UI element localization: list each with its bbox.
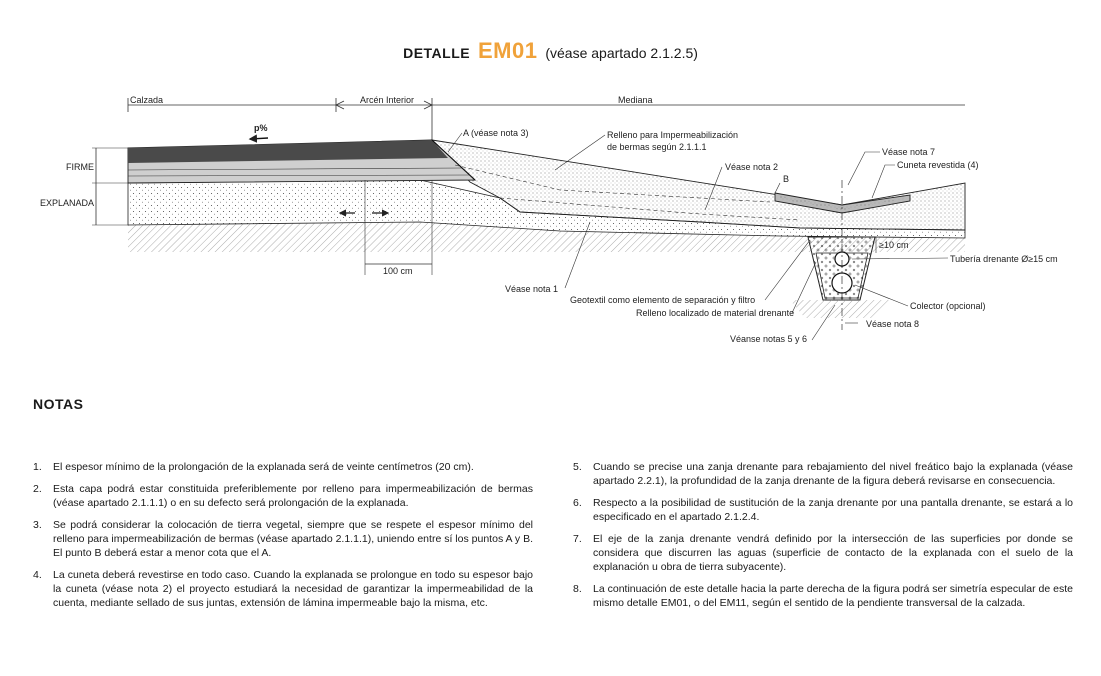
callout-nota-a: A (véase nota 3) <box>463 128 529 138</box>
note-number: 5. <box>573 461 582 473</box>
zone-mediana: Mediana <box>618 95 653 105</box>
callout-nota2: Véase nota 2 <box>725 162 778 172</box>
title-reference: (véase apartado 2.1.2.5) <box>545 45 698 61</box>
zone-dimension-line <box>127 98 965 140</box>
ground-hatch <box>128 222 965 252</box>
callout-colector: Colector (opcional) <box>910 301 986 311</box>
dim-100cm-label: 100 cm <box>383 266 413 276</box>
note-text: La cuneta deberá revestirse en todo caso… <box>53 569 533 609</box>
notes-column-left: 1. El espesor mínimo de la prolongación … <box>33 460 533 618</box>
callout-relleno-local: Relleno localizado de material drenante <box>636 308 794 318</box>
note-number: 4. <box>33 569 42 581</box>
callout-nota1: Véase nota 1 <box>505 284 558 294</box>
dimension-100cm <box>364 180 433 275</box>
zone-arcen-interior: Arcén Interior <box>360 95 414 105</box>
callout-nota8: Véase nota 8 <box>866 319 919 329</box>
callout-geotextil: Geotextil como elemento de separación y … <box>570 295 755 305</box>
callout-relleno-line2: de bermas según 2.1.1.1 <box>607 142 707 152</box>
note-item: 6. Respecto a la posibilidad de sustituc… <box>573 496 1073 524</box>
callout-notas56: Véanse notas 5 y 6 <box>730 334 807 344</box>
note-item: 8. La continuación de este detalle hacia… <box>573 582 1073 610</box>
notes-heading: NOTAS <box>33 396 84 412</box>
notes-column-right: 5. Cuando se precise una zanja drenante … <box>573 460 1073 618</box>
slope-label: p% <box>254 123 268 133</box>
note-text: El eje de la zanja drenante vendrá defin… <box>593 533 1073 573</box>
cross-section-drawing: Calzada Arcén Interior Mediana FIRME EXP… <box>40 95 1058 344</box>
note-text: Cuando se precise una zanja drenante par… <box>593 461 1073 487</box>
note-item: 1. El espesor mínimo de la prolongación … <box>33 460 533 474</box>
callout-tuberia: Tubería drenante Ø≥15 cm <box>950 254 1058 264</box>
note-number: 2. <box>33 483 42 495</box>
note-item: 2. Esta capa podrá estar constituida pre… <box>33 482 533 510</box>
zone-calzada: Calzada <box>130 95 163 105</box>
note-item: 5. Cuando se precise una zanja drenante … <box>573 460 1073 488</box>
detail-title: DETALLE EM01 (véase apartado 2.1.2.5) <box>0 38 1101 64</box>
note-number: 7. <box>573 533 582 545</box>
layer-explanada: EXPLANADA <box>40 198 94 208</box>
note-number: 8. <box>573 583 582 595</box>
callout-nota7: Véase nota 7 <box>882 147 935 157</box>
note-item: 4. La cuneta deberá revestirse en todo c… <box>33 568 533 610</box>
dim-10cm-label: ≥10 cm <box>879 240 908 250</box>
note-text: El espesor mínimo de la prolongación de … <box>53 461 474 473</box>
note-item: 3. Se podrá considerar la colocación de … <box>33 518 533 560</box>
note-item: 7. El eje de la zanja drenante vendrá de… <box>573 532 1073 574</box>
note-text: La continuación de este detalle hacia la… <box>593 583 1073 609</box>
note-number: 1. <box>33 461 42 473</box>
note-text: Respecto a la posibilidad de sustitución… <box>593 497 1073 523</box>
firme-top-layer <box>128 140 448 163</box>
layer-brackets <box>92 147 128 226</box>
leader-lines <box>447 132 949 341</box>
point-b-label: B <box>783 174 789 184</box>
note-number: 3. <box>33 519 42 531</box>
layer-firme: FIRME <box>66 162 94 172</box>
note-text: Se podrá considerar la colocación de tie… <box>53 519 533 559</box>
title-code: EM01 <box>477 38 538 63</box>
title-prefix: DETALLE <box>403 45 471 61</box>
note-number: 6. <box>573 497 582 509</box>
note-text: Esta capa podrá estar constituida prefer… <box>53 483 533 509</box>
callout-cuneta: Cuneta revestida (4) <box>897 160 979 170</box>
callout-relleno-line1: Relleno para Impermeabilización <box>607 130 738 140</box>
